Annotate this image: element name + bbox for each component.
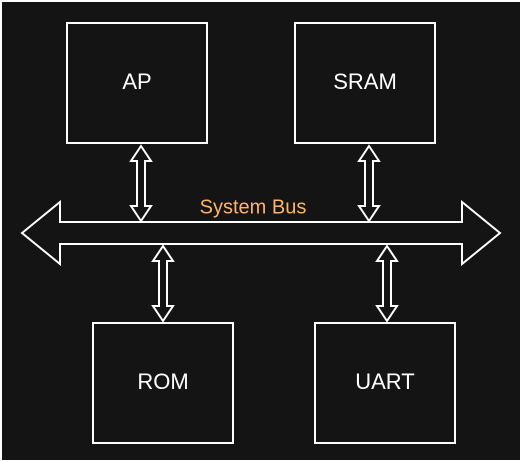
block-ap: AP: [66, 22, 208, 144]
block-uart-label: UART: [355, 369, 415, 394]
system-bus-arrow: [20, 199, 502, 267]
block-uart: UART: [314, 322, 456, 444]
block-ap-label: AP: [122, 69, 151, 94]
system-bus-label: System Bus: [200, 196, 307, 218]
connector-bus-uart: [375, 244, 399, 323]
block-rom-box: [92, 322, 234, 444]
block-ap-box: [66, 22, 208, 144]
block-sram: SRAM: [294, 22, 436, 144]
connector-sram-bus: [357, 144, 381, 223]
block-rom-label: ROM: [137, 369, 188, 394]
connector-ap-bus: [129, 144, 153, 223]
block-sram-label: SRAM: [333, 69, 397, 94]
block-uart-box: [314, 322, 456, 444]
block-sram-box: [294, 22, 436, 144]
connector-bus-rom: [151, 244, 175, 323]
block-rom: ROM: [92, 322, 234, 444]
